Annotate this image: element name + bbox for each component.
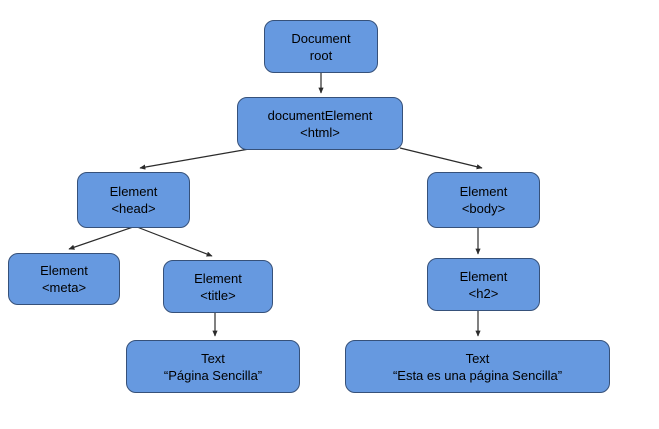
node-document-root-line2: root [309, 47, 333, 63]
node-element-body[interactable]: Element <body> [427, 172, 540, 228]
edge-element-head-to-element-meta [68, 226, 134, 250]
node-element-h2[interactable]: Element <h2> [427, 258, 540, 311]
node-element-h2-line1: Element [459, 268, 508, 284]
node-element-h2-line2: <h2> [468, 285, 499, 301]
node-text-h2[interactable]: Text “Esta es una página Sencilla” [345, 340, 610, 393]
node-element-meta-line1: Element [40, 263, 88, 278]
node-element-meta[interactable]: Element <meta> [8, 253, 120, 305]
node-text-title-line1: Text [201, 350, 225, 366]
node-element-body-line1: Element [459, 184, 508, 199]
edge-element-head-to-element-title [136, 226, 213, 257]
node-element-title-line2: <title> [200, 287, 236, 303]
node-text-h2-line2: “Esta es una página Sencilla” [392, 367, 563, 383]
node-text-title[interactable]: Text “Página Sencilla” [126, 340, 300, 393]
node-document-element[interactable]: documentElement <html> [237, 97, 403, 150]
node-document-root-line1: Document [291, 30, 351, 46]
node-element-meta-line2: <meta> [41, 280, 87, 295]
node-element-head[interactable]: Element <head> [77, 172, 190, 228]
node-document-element-line1: documentElement [267, 107, 373, 123]
node-element-body-line2: <body> [461, 201, 506, 216]
node-element-title[interactable]: Element <title> [163, 260, 273, 313]
node-element-title-line1: Element [194, 270, 242, 286]
node-text-h2-line1: Text [465, 350, 490, 366]
node-document-root[interactable]: Document root [264, 20, 378, 73]
node-element-head-line1: Element [109, 184, 158, 199]
edge-document-element-to-element-body [399, 147, 483, 170]
edge-document-element-to-element-head [139, 147, 256, 170]
node-text-title-line2: “Página Sencilla” [163, 367, 263, 383]
node-element-head-line2: <head> [111, 201, 156, 216]
node-document-element-line2: <html> [300, 124, 340, 140]
